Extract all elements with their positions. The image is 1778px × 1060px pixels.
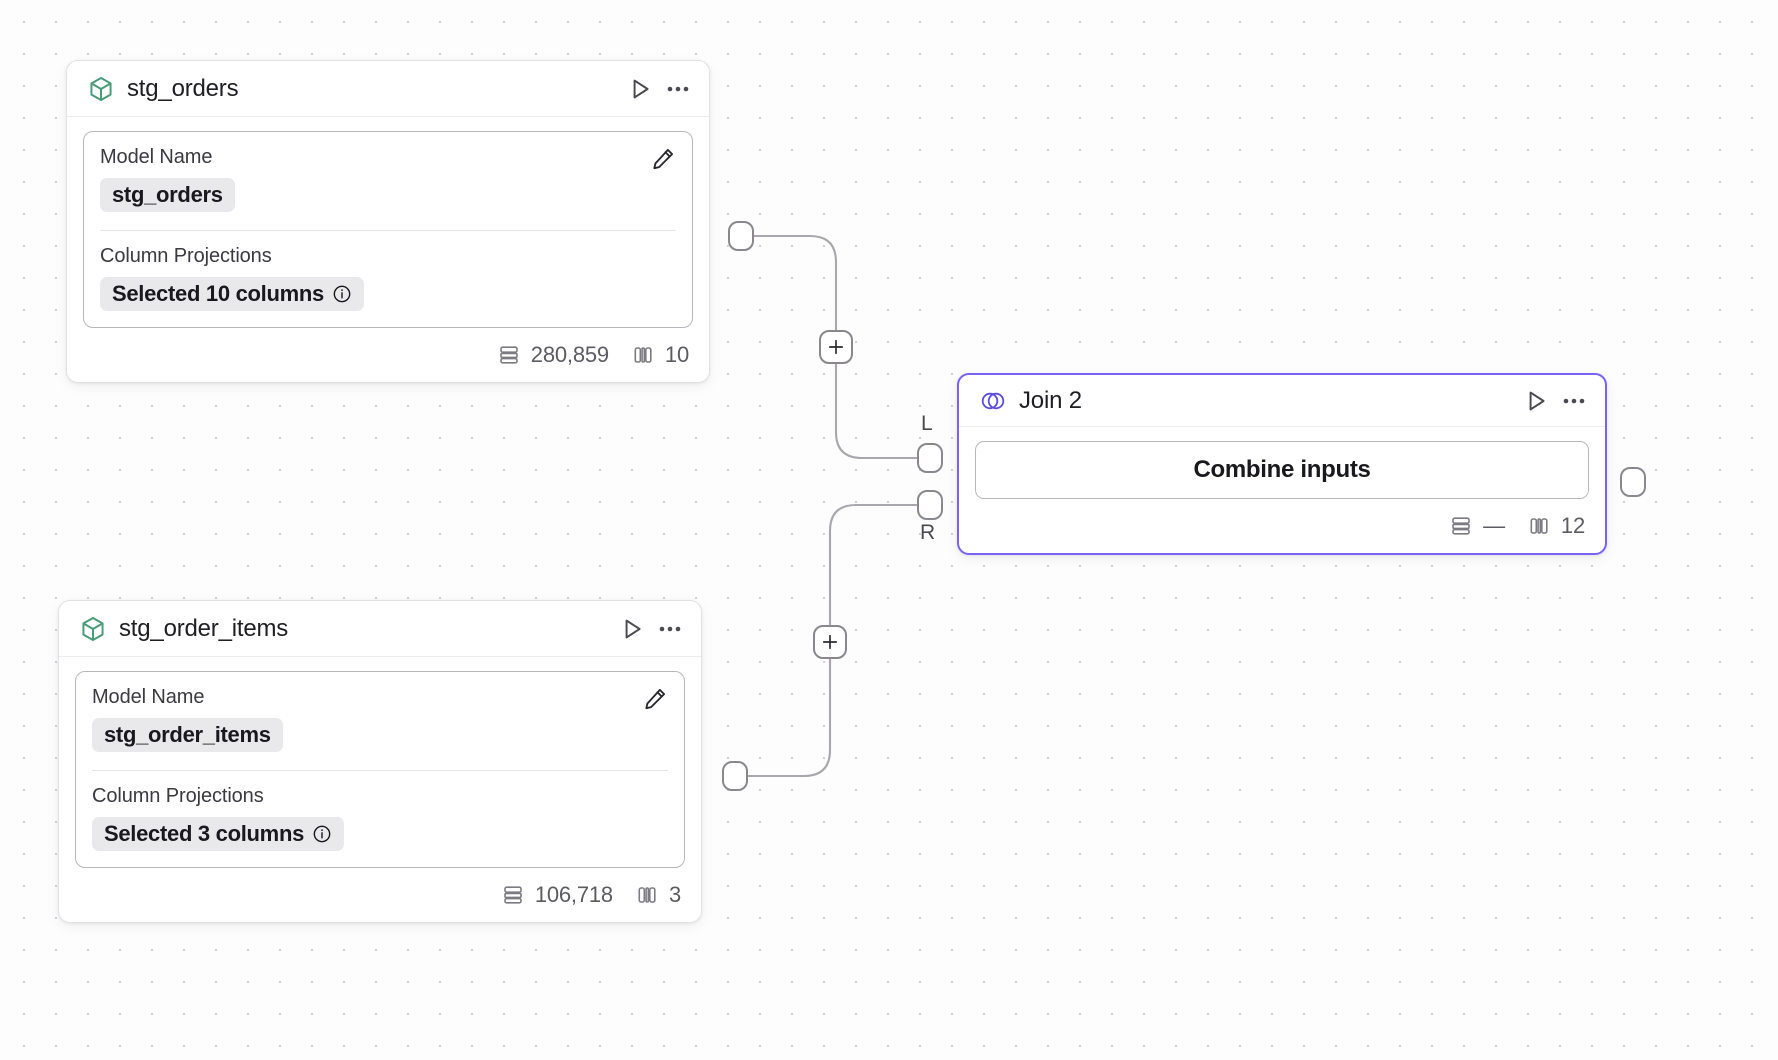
row-count-stat: 280,859: [497, 342, 609, 368]
add-node-button-bottom[interactable]: [813, 625, 847, 659]
column-count-value: 12: [1560, 513, 1585, 538]
plus-icon: [828, 339, 844, 355]
add-node-button-top[interactable]: [819, 330, 853, 364]
rows-icon: [1449, 514, 1473, 538]
source-handle-join-2[interactable]: [1620, 467, 1646, 497]
column-projections-label: Column Projections: [100, 245, 272, 267]
node-stats: — 12: [959, 507, 1605, 553]
row-count-stat: —: [1449, 513, 1505, 539]
run-icon[interactable]: [1523, 388, 1549, 414]
model-name-row: Model Name stg_orders: [100, 146, 676, 212]
panel-divider: [100, 230, 676, 231]
column-count-value: 10: [664, 342, 689, 367]
edit-pencil-icon[interactable]: [642, 686, 668, 712]
node-title: Join 2: [1019, 386, 1082, 414]
column-count-stat: 3: [635, 882, 681, 908]
model-name-row: Model Name stg_order_items: [92, 686, 668, 752]
node-stg-orders[interactable]: stg_orders Model Name stg_orders: [66, 60, 710, 383]
rows-icon: [501, 883, 525, 907]
column-projections-chip[interactable]: Selected 3 columns: [92, 817, 345, 851]
node-body: Model Name stg_order_items Column Projec…: [59, 657, 701, 876]
node-join-2[interactable]: Join 2 Combine inputs: [957, 373, 1607, 555]
row-count-value: —: [1483, 513, 1505, 538]
column-projections-row: Column Projections Selected 3 columns: [92, 785, 668, 851]
model-cube-icon: [87, 75, 115, 103]
node-header: stg_orders: [67, 61, 709, 117]
more-options-icon[interactable]: [657, 618, 683, 640]
run-icon[interactable]: [627, 76, 653, 102]
model-name-label: Model Name: [100, 146, 213, 168]
info-icon[interactable]: [332, 284, 352, 304]
combine-inputs-button[interactable]: Combine inputs: [975, 441, 1589, 499]
column-projections-chip[interactable]: Selected 10 columns: [100, 277, 364, 311]
node-body: Model Name stg_orders Column Projections…: [67, 117, 709, 336]
row-count-value: 106,718: [534, 882, 613, 907]
node-stats: 106,718 3: [59, 876, 701, 922]
info-icon[interactable]: [312, 824, 332, 844]
rows-icon: [497, 343, 521, 367]
source-handle-stg-order-items[interactable]: [722, 761, 748, 791]
node-stg-order-items[interactable]: stg_order_items Model Name stg_order_ite…: [58, 600, 702, 923]
row-count-stat: 106,718: [501, 882, 613, 908]
join-right-handle-label: R: [920, 521, 936, 544]
row-count-value: 280,859: [530, 342, 609, 367]
join-venn-icon: [979, 387, 1007, 415]
source-handle-stg-orders[interactable]: [728, 221, 754, 251]
columns-icon: [631, 343, 655, 367]
column-count-stat: 10: [631, 342, 689, 368]
plus-icon: [822, 634, 838, 650]
panel-divider: [92, 770, 668, 771]
more-options-icon[interactable]: [1561, 390, 1587, 412]
model-name-chip[interactable]: stg_orders: [100, 178, 235, 212]
edit-pencil-icon[interactable]: [650, 146, 676, 172]
column-count-value: 3: [668, 882, 681, 907]
model-cube-icon: [79, 615, 107, 643]
model-name-chip[interactable]: stg_order_items: [92, 718, 283, 752]
column-projections-label: Column Projections: [92, 785, 264, 807]
column-count-stat: 12: [1527, 513, 1585, 539]
column-projections-value: Selected 10 columns: [112, 281, 324, 306]
node-header: stg_order_items: [59, 601, 701, 657]
node-title: stg_orders: [127, 74, 239, 102]
node-stats: 280,859 10: [67, 336, 709, 382]
column-projections-row: Column Projections Selected 10 columns: [100, 245, 676, 311]
model-config-panel: Model Name stg_order_items Column Projec…: [75, 671, 685, 868]
node-body: Combine inputs: [959, 427, 1605, 507]
model-config-panel: Model Name stg_orders Column Projections…: [83, 131, 693, 328]
node-header: Join 2: [959, 375, 1605, 427]
model-name-label: Model Name: [92, 686, 205, 708]
more-options-icon[interactable]: [665, 78, 691, 100]
column-projections-value: Selected 3 columns: [104, 821, 305, 846]
columns-icon: [635, 883, 659, 907]
join-left-handle-label: L: [921, 412, 933, 435]
run-icon[interactable]: [619, 616, 645, 642]
target-handle-join-right[interactable]: [917, 490, 943, 520]
node-title: stg_order_items: [119, 614, 289, 642]
columns-icon: [1527, 514, 1551, 538]
target-handle-join-left[interactable]: [917, 443, 943, 473]
